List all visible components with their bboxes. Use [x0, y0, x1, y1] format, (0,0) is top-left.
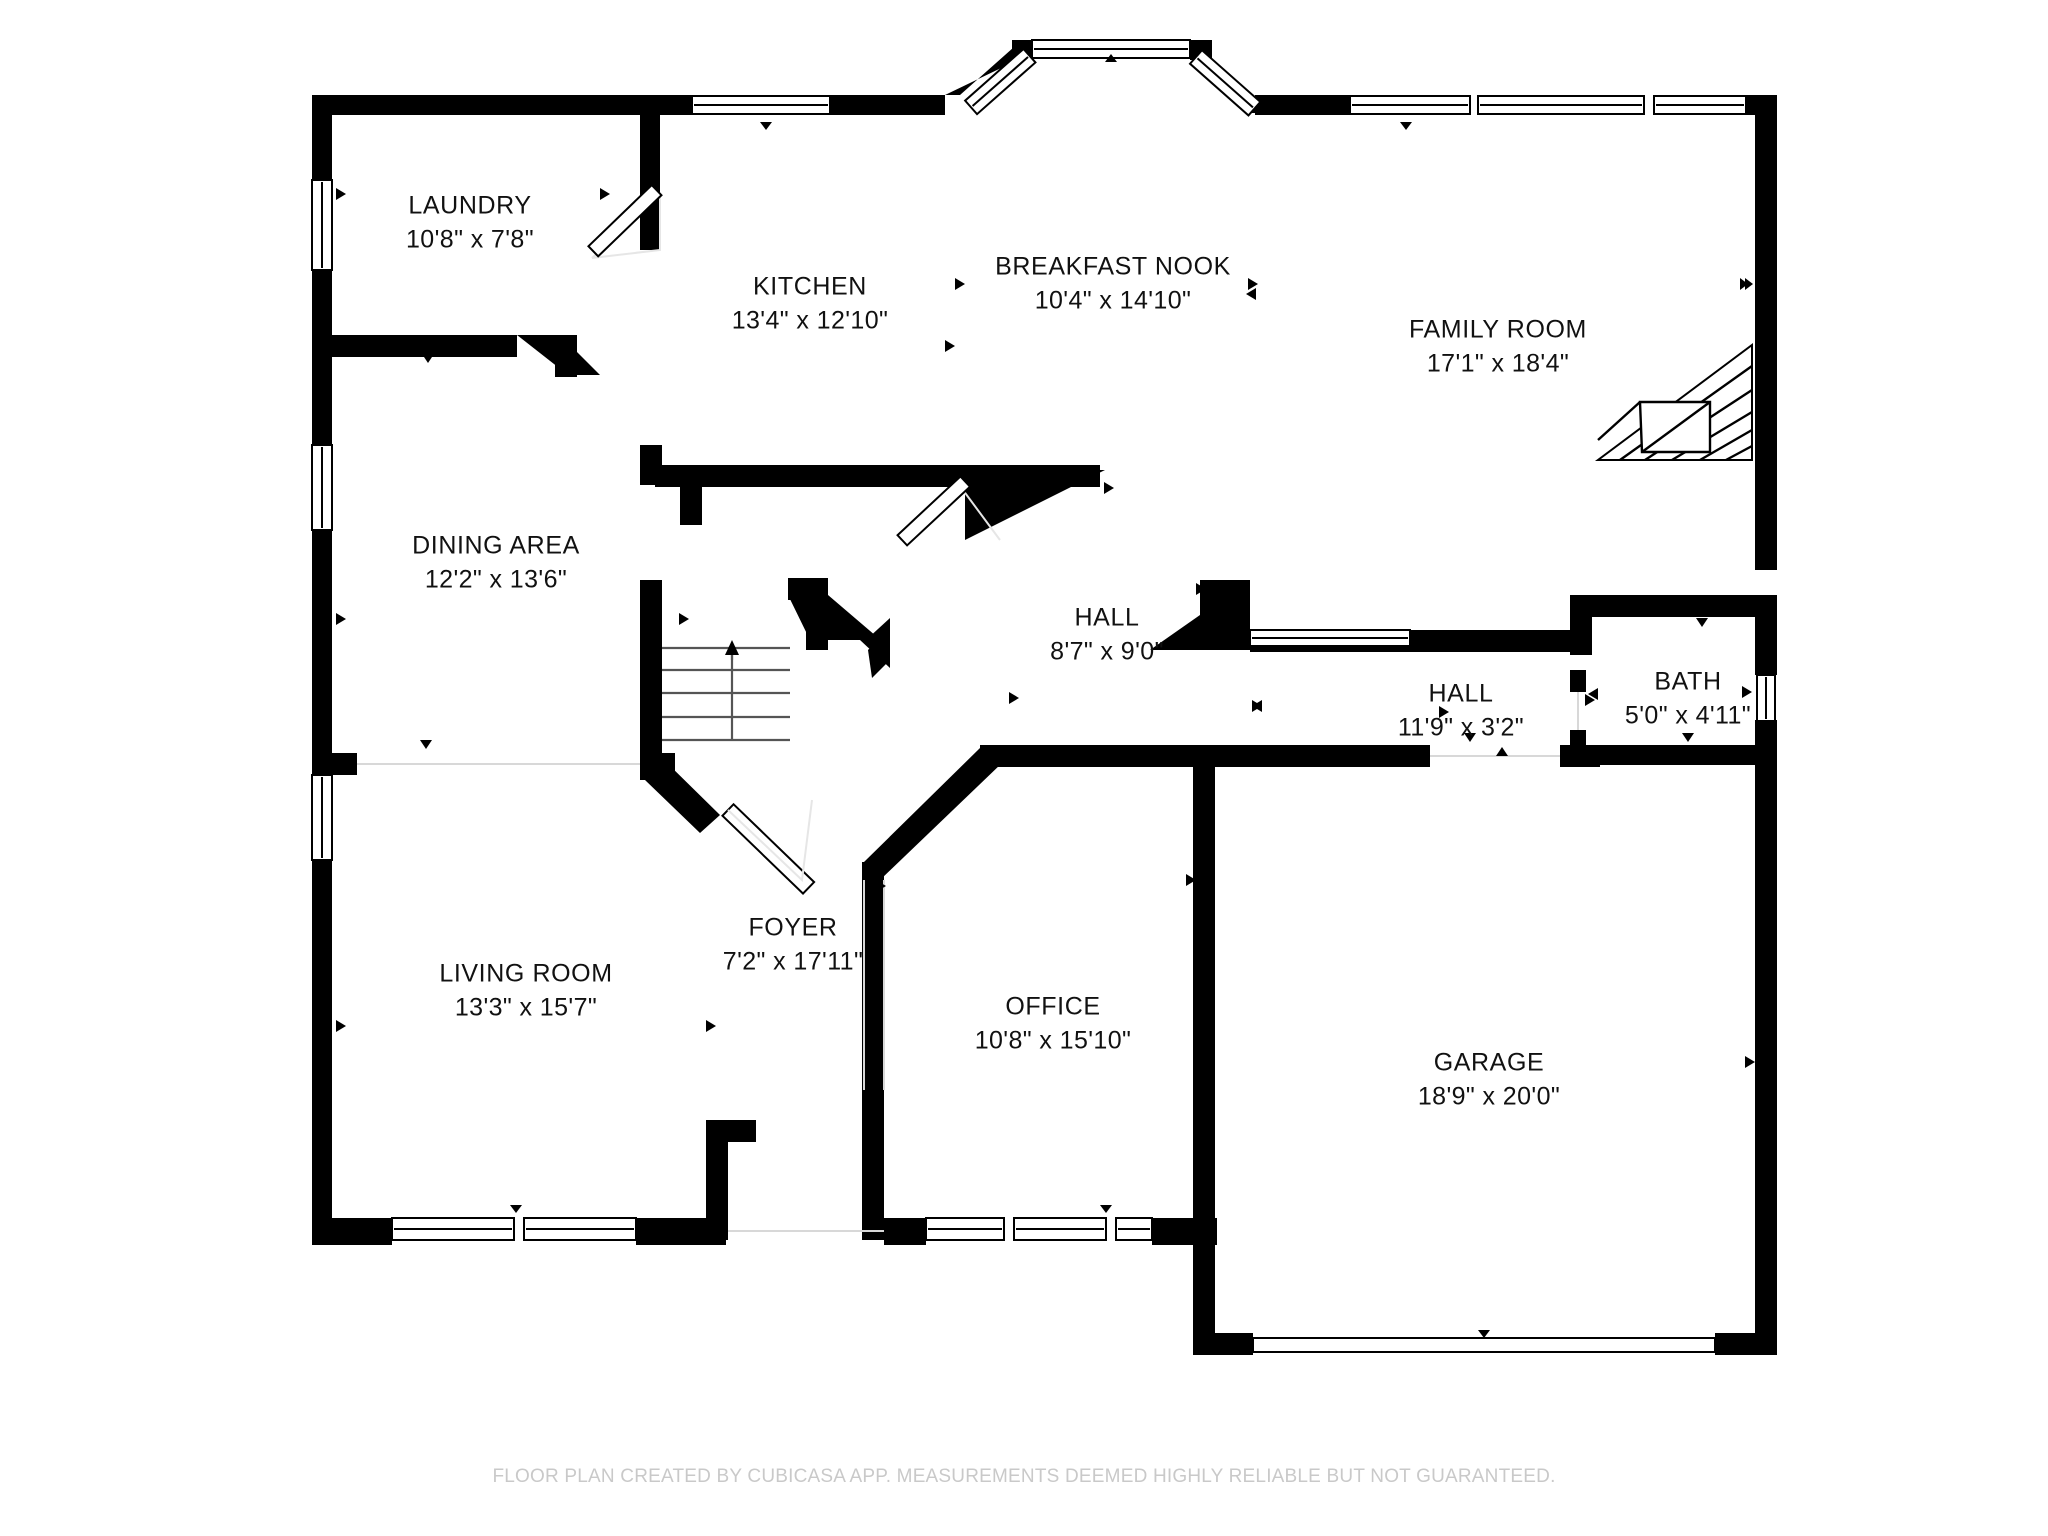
family-room-diagonal-staircase	[1594, 343, 1753, 462]
doors	[357, 183, 1579, 1232]
room-dims-bath: 5'0" x 4'11"	[1625, 702, 1751, 730]
room-label-office: OFFICE 10'8" x 15'10"	[975, 993, 1132, 1055]
room-label-hall-main: HALL 8'7" x 9'0"	[1050, 604, 1164, 666]
room-name-dining-area: DINING AREA	[412, 532, 580, 560]
room-label-garage: GARAGE 18'9" x 20'0"	[1418, 1049, 1560, 1111]
room-dims-garage: 18'9" x 20'0"	[1418, 1083, 1560, 1111]
room-name-hall-rear: HALL	[1429, 680, 1494, 708]
room-dims-hall-rear: 11'9" x 3'2"	[1398, 714, 1524, 742]
room-label-bath: BATH 5'0" x 4'11"	[1625, 668, 1751, 730]
room-label-kitchen: KITCHEN 13'4" x 12'10"	[732, 273, 889, 335]
room-dims-kitchen: 13'4" x 12'10"	[732, 307, 889, 335]
room-label-living-room: LIVING ROOM 13'3" x 15'7"	[439, 960, 612, 1022]
central-staircase	[662, 640, 790, 742]
room-dims-breakfast-nook: 10'4" x 14'10"	[1035, 287, 1192, 315]
room-label-hall-rear: HALL 11'9" x 3'2"	[1398, 680, 1524, 742]
room-name-breakfast-nook: BREAKFAST NOOK	[995, 253, 1231, 281]
room-dims-office: 10'8" x 15'10"	[975, 1027, 1132, 1055]
windows	[311, 39, 1776, 1353]
room-name-bath: BATH	[1654, 668, 1721, 696]
room-name-kitchen: KITCHEN	[753, 273, 867, 301]
room-dims-laundry: 10'8" x 7'8"	[406, 226, 534, 254]
room-dims-hall-main: 8'7" x 9'0"	[1050, 638, 1164, 666]
room-labels: LAUNDRY 10'8" x 7'8" KITCHEN 13'4" x 12'…	[406, 192, 1751, 1111]
room-name-hall-main: HALL	[1075, 604, 1140, 632]
room-dims-dining-area: 12'2" x 13'6"	[425, 566, 567, 594]
room-dims-family-room: 17'1" x 18'4"	[1427, 350, 1569, 378]
exterior-walls	[312, 40, 1777, 1355]
room-label-laundry: LAUNDRY 10'8" x 7'8"	[406, 192, 534, 254]
room-label-foyer: FOYER 7'2" x 17'11"	[723, 914, 863, 976]
room-name-office: OFFICE	[1005, 993, 1100, 1021]
room-name-foyer: FOYER	[748, 914, 837, 942]
disclaimer-text: FLOOR PLAN CREATED BY CUBICASA APP. MEAS…	[492, 1466, 1555, 1487]
room-name-laundry: LAUNDRY	[408, 192, 531, 220]
room-label-dining-area: DINING AREA 12'2" x 13'6"	[412, 532, 580, 594]
room-dims-living-room: 13'3" x 15'7"	[455, 994, 597, 1022]
room-name-living-room: LIVING ROOM	[439, 960, 612, 988]
direction-markers	[336, 188, 1755, 1068]
room-dims-foyer: 7'2" x 17'11"	[723, 948, 863, 976]
room-name-garage: GARAGE	[1434, 1049, 1545, 1077]
room-label-breakfast-nook: BREAKFAST NOOK 10'4" x 14'10"	[995, 253, 1231, 315]
room-label-family-room: FAMILY ROOM 17'1" x 18'4"	[1409, 316, 1587, 378]
room-name-family-room: FAMILY ROOM	[1409, 316, 1587, 344]
